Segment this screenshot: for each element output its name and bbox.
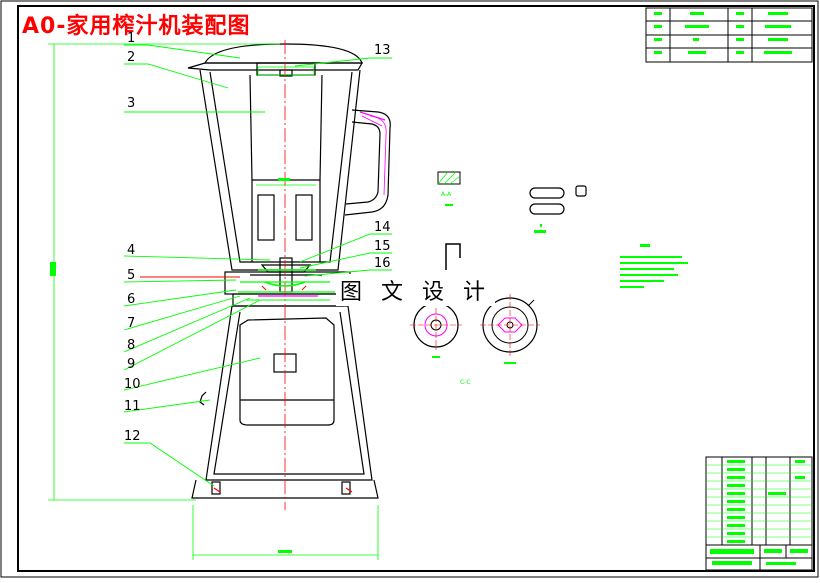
part-number: 13 bbox=[374, 43, 391, 58]
title-block bbox=[705, 456, 813, 571]
part-number: 14 bbox=[374, 220, 391, 235]
part-number: 8 bbox=[127, 338, 135, 353]
part-number: 16 bbox=[374, 256, 391, 271]
part-number: 7 bbox=[127, 316, 135, 331]
part-number: 11 bbox=[124, 399, 141, 414]
section-aa-detail: A-A bbox=[437, 171, 461, 206]
part-number: 1 bbox=[127, 31, 135, 46]
main-view-color-details bbox=[140, 40, 353, 510]
part-number: 9 bbox=[127, 357, 135, 372]
part-number: 10 bbox=[124, 377, 141, 392]
part-number-labels: 1 2 3 4 5 6 7 8 9 10 11 12 13 14 15 16 bbox=[124, 31, 391, 444]
part-number: 12 bbox=[124, 429, 141, 444]
dimensions bbox=[48, 43, 379, 560]
technical-requirements bbox=[620, 244, 688, 288]
section-aa-label: A-A bbox=[441, 191, 452, 198]
bracket-detail bbox=[445, 243, 461, 270]
part-number: 6 bbox=[127, 292, 135, 307]
inner-border bbox=[17, 5, 815, 572]
part-number: 15 bbox=[374, 239, 391, 254]
drawing-title: A0-家用榨汁机装配图 bbox=[22, 14, 251, 39]
slot-detail bbox=[529, 185, 587, 233]
part-number: 5 bbox=[127, 268, 135, 283]
circular-detail-right: C-C bbox=[460, 294, 540, 386]
watermark-text: 图 文 设 计 bbox=[336, 274, 495, 306]
part-number: 2 bbox=[127, 50, 135, 65]
leader-lines bbox=[123, 44, 392, 487]
part-number: 4 bbox=[127, 243, 135, 258]
circular-detail-left bbox=[410, 300, 462, 358]
section-cc-label: C-C bbox=[460, 379, 471, 386]
top-right-table bbox=[645, 7, 813, 63]
part-number: 3 bbox=[127, 96, 135, 111]
